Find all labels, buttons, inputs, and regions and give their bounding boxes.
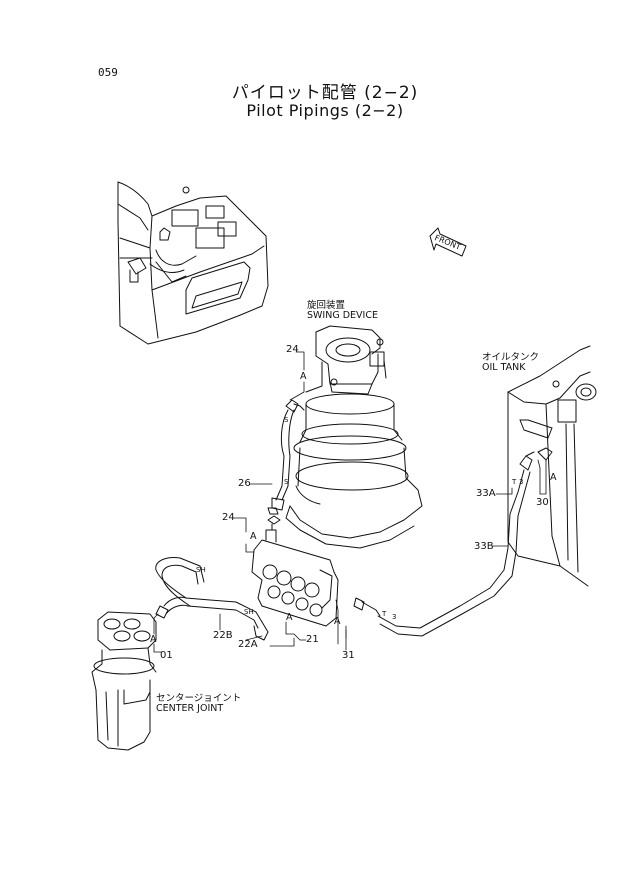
callout-22b: 22B	[213, 630, 233, 641]
callout-26: 26	[238, 478, 251, 489]
mark-a-6: A	[550, 472, 557, 483]
callout-22a: 22A	[238, 639, 258, 650]
swing-device-label-jp: 旋回装置	[307, 300, 346, 311]
center-joint-label-jp: センタージョイント	[156, 693, 242, 704]
callout-31: 31	[342, 650, 355, 661]
mark-a-1: A	[300, 371, 307, 382]
mark-a-4: A	[286, 612, 293, 623]
mark-sh-1: SH	[196, 566, 206, 574]
hose-22b-drawing	[156, 558, 268, 641]
mark-a-5: A	[334, 616, 341, 627]
center-joint-label-en: CENTER JOINT	[156, 703, 224, 714]
hose-26-drawing	[272, 400, 304, 510]
callout-24-top: 24	[286, 344, 299, 355]
callout-01: 01	[160, 650, 173, 661]
pipe-33-drawing	[354, 452, 534, 636]
callout-33a: 33A	[476, 488, 496, 499]
title-english: Pilot Pipings (2−2)	[246, 101, 404, 120]
callout-leaders	[154, 352, 546, 652]
swing-device-label-en: SWING DEVICE	[307, 310, 378, 321]
mark-sh-2: SH	[244, 608, 254, 616]
center-joint-drawing	[92, 612, 156, 750]
swing-device-drawing	[286, 326, 422, 548]
mark-s-1: S	[284, 416, 289, 424]
mark-s-2: S	[284, 478, 289, 486]
title-japanese: パイロット配管 (2−2)	[231, 83, 419, 103]
callout-33b: 33B	[474, 541, 494, 552]
callout-30: 30	[536, 497, 549, 508]
page-number: 059	[98, 66, 118, 79]
callout-24-mid: 24	[222, 512, 235, 523]
oil-tank-drawing	[508, 346, 596, 586]
mark-t-1: T	[512, 478, 517, 486]
oil-tank-label-en: OIL TANK	[482, 362, 526, 373]
machine-frame-drawing	[118, 182, 268, 344]
oil-tank-label-jp: オイルタンク	[482, 352, 540, 363]
mark-a-2: A	[250, 531, 257, 542]
mark-3-a: 3	[519, 478, 524, 486]
callout-21: 21	[306, 634, 319, 645]
mark-3-b: 3	[392, 613, 397, 621]
valve-block-drawing	[252, 508, 338, 626]
front-arrow-icon	[430, 228, 466, 256]
mark-t-2: T	[382, 610, 387, 618]
mark-a-3: A	[150, 634, 157, 645]
